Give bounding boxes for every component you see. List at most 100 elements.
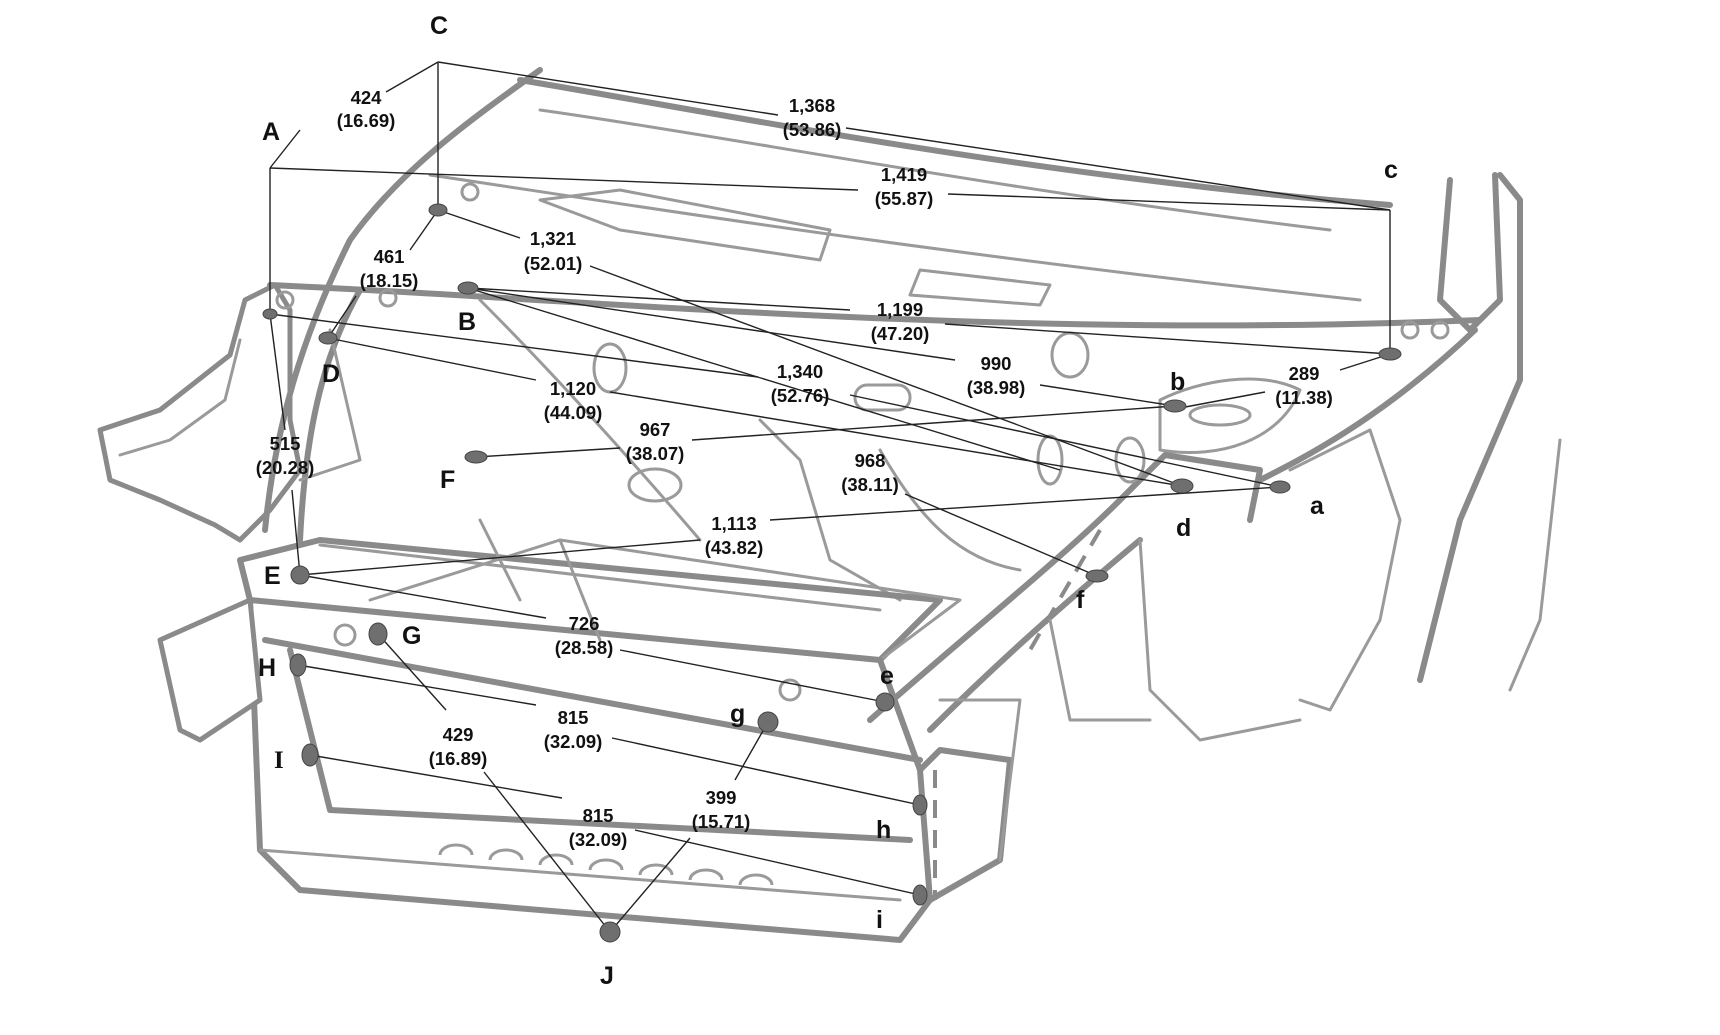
point-label-h: h xyxy=(876,816,891,844)
point-label-D: D xyxy=(322,360,340,388)
dimension-inch: (52.76) xyxy=(771,385,830,406)
point-label-H: H xyxy=(258,654,276,682)
dimension-D-d: 1,120 (44.09) xyxy=(544,378,603,423)
point-label-g: g xyxy=(730,700,745,728)
dimension-inch: (55.87) xyxy=(875,188,934,209)
dimension-mm: 1,120 xyxy=(550,378,596,399)
dimension-inch: (38.11) xyxy=(841,474,899,495)
dimension-E-a: 1,113 (43.82) xyxy=(705,513,764,558)
dimension-b-c: 289 (11.38) xyxy=(1275,363,1333,408)
dimension-A-a: 1,340 (52.76) xyxy=(771,361,830,406)
dimension-inch: (11.38) xyxy=(1275,387,1333,408)
dimension-mm: 1,113 xyxy=(711,513,756,534)
dimension-inch: (20.28) xyxy=(256,457,315,478)
dimension-A-E: 515 (20.28) xyxy=(256,433,315,478)
dimension-inch: (32.09) xyxy=(569,829,628,850)
point-label-G: G xyxy=(402,622,421,650)
dimension-E-e: 726 (28.58) xyxy=(555,613,614,658)
dimension-I-i: 815 (32.09) xyxy=(569,805,628,850)
point-marker-i xyxy=(912,884,928,906)
dimension-mm: 515 xyxy=(270,433,301,454)
point-label-f: f xyxy=(1076,586,1085,614)
dimension-inch: (28.58) xyxy=(555,637,614,658)
dimension-mm: 968 xyxy=(855,450,886,471)
point-label-A: A xyxy=(262,118,280,146)
dimension-mm: 990 xyxy=(981,353,1012,374)
point-marker-a xyxy=(1269,480,1291,494)
dimension-mm: 726 xyxy=(569,613,600,634)
point-label-J: J xyxy=(600,962,614,990)
dimension-C-c: 1,368 (53.86) xyxy=(783,95,842,140)
dimension-inch: (18.15) xyxy=(360,270,419,291)
point-label-e: e xyxy=(880,662,894,690)
measurement-lines xyxy=(269,61,1391,933)
dimension-inch: (47.20) xyxy=(871,323,930,344)
point-marker-F xyxy=(464,450,488,464)
point-marker-I xyxy=(301,743,319,767)
point-marker-G xyxy=(368,622,388,646)
dimension-g-J: 399 (15.71) xyxy=(692,787,751,832)
dimension-mm: 967 xyxy=(640,419,671,440)
point-label-i: i xyxy=(876,906,883,934)
point-label-I: I xyxy=(274,747,284,774)
dimension-inch: (52.01) xyxy=(524,253,583,274)
point-marker-B xyxy=(457,281,479,295)
point-label-E: E xyxy=(264,562,281,590)
dimension-F-b: 967 (38.07) xyxy=(626,419,685,464)
point-label-c: c xyxy=(1384,156,1398,184)
dimension-B-f: 968 (38.11) xyxy=(841,450,899,495)
dimension-mm: 289 xyxy=(1289,363,1320,384)
dimension-mm: 461 xyxy=(374,246,405,267)
point-marker-e xyxy=(875,692,895,712)
dimension-mm: 399 xyxy=(706,787,737,808)
dimension-A-D: 461 (18.15) xyxy=(360,246,419,291)
point-marker-h xyxy=(912,794,928,816)
point-marker-C xyxy=(428,203,448,217)
dimension-mm: 1,419 xyxy=(881,164,927,185)
point-label-B: B xyxy=(458,308,476,336)
dimension-inch: (32.09) xyxy=(544,731,603,752)
dimension-mm: 1,199 xyxy=(877,299,923,320)
dimension-inch: (43.82) xyxy=(705,537,764,558)
dimension-mm: 429 xyxy=(443,724,474,745)
dimension-inch: (38.07) xyxy=(626,443,685,464)
dimension-inch: (15.71) xyxy=(692,811,751,832)
point-marker-J xyxy=(599,921,621,943)
point-label-a: a xyxy=(1310,492,1325,520)
point-label-C: C xyxy=(430,12,448,40)
point-marker-H xyxy=(289,653,307,677)
dimension-mm: 815 xyxy=(558,707,589,728)
point-marker-A xyxy=(262,308,278,320)
dimension-mm: 815 xyxy=(583,805,614,826)
dimension-A-C: 424 (16.69) xyxy=(337,87,396,131)
measurement-points xyxy=(262,203,1402,943)
dimension-mm: 1,321 xyxy=(530,228,576,249)
point-marker-d xyxy=(1170,478,1194,494)
point-label-b: b xyxy=(1170,368,1185,396)
dimension-inch: (16.69) xyxy=(337,110,396,131)
dimension-G-J: 429 (16.89) xyxy=(429,724,488,769)
dimension-B-c: 1,199 (47.20) xyxy=(871,299,930,344)
dimension-inch: (16.89) xyxy=(429,748,488,769)
point-marker-f xyxy=(1085,569,1109,583)
dimension-inch: (44.09) xyxy=(544,402,603,423)
point-marker-D xyxy=(318,331,338,345)
point-labels: C A B D F E G H I J c b a d f e g h i xyxy=(258,12,1398,990)
dimension-inch: (53.86) xyxy=(783,119,842,140)
point-marker-b xyxy=(1163,399,1187,413)
dimension-mm: 424 xyxy=(351,87,383,108)
point-marker-c xyxy=(1378,347,1402,361)
dimension-A-c: 1,419 (55.87) xyxy=(875,164,934,209)
dimension-C-d: 1,321 (52.01) xyxy=(524,228,583,274)
dimension-inch: (38.98) xyxy=(967,377,1026,398)
point-label-F: F xyxy=(440,466,455,494)
dimension-mm: 1,368 xyxy=(789,95,835,116)
point-label-d: d xyxy=(1176,514,1191,542)
point-marker-E xyxy=(290,565,310,585)
dimension-H-h: 815 (32.09) xyxy=(544,707,603,752)
vehicle-front-body-illustration xyxy=(97,67,1562,943)
dimension-labels: 424 (16.69) 1,368 (53.86) 1,419 (55.87) … xyxy=(256,87,1333,850)
point-marker-g xyxy=(757,711,779,733)
dimension-B-b: 990 (38.98) xyxy=(967,353,1026,398)
